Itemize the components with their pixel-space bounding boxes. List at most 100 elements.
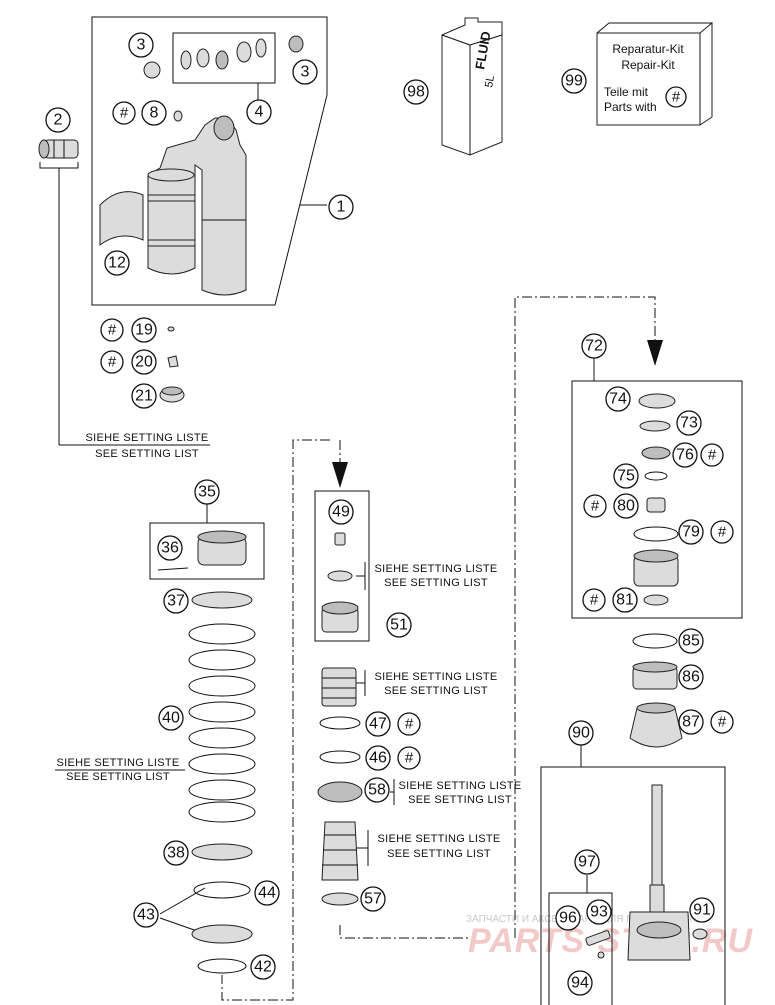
- callout-circle: [676, 410, 702, 436]
- piston-rod-part: [627, 784, 708, 961]
- parts-with-en: Parts with: [604, 100, 657, 114]
- bushing-36-part: [157, 530, 247, 571]
- callout-circle: [365, 711, 391, 737]
- hash-marker: #: [583, 494, 607, 518]
- hash-symbol: #: [672, 89, 681, 106]
- bump-stop-part: [321, 821, 359, 881]
- callout-number: 51: [390, 617, 408, 634]
- callout-circle: [581, 333, 607, 359]
- callout-circle: [386, 612, 412, 638]
- hash-marker: #: [397, 746, 421, 770]
- callout-circle: [194, 479, 220, 505]
- callout-number: 35: [198, 484, 216, 501]
- callout-circle: [131, 349, 157, 375]
- setting-note-de: SIEHE SETTING LISTE: [377, 833, 500, 845]
- callout-number: 98: [407, 84, 425, 101]
- callout-circle: [567, 970, 593, 996]
- callout-43: 43: [133, 902, 159, 928]
- callout-circle: [158, 705, 184, 731]
- check-valve-box: [314, 490, 370, 642]
- callout-circle: [328, 194, 354, 220]
- callout-58: 58: [364, 777, 390, 803]
- callout-number: 76: [676, 447, 694, 464]
- callout-85: 85: [678, 628, 704, 654]
- watermark-brand: PARTS-STAR.RU: [468, 922, 753, 960]
- callout-38: 38: [163, 840, 189, 866]
- hash-symbol: #: [708, 447, 717, 464]
- callout-circle: [605, 386, 631, 412]
- callout-number: 81: [616, 592, 634, 609]
- hash-marker: #: [112, 101, 136, 125]
- callout-circle: [250, 954, 276, 980]
- setting-note-en: SEE SETTING LIST: [95, 448, 199, 460]
- callout-91: 91: [689, 897, 715, 923]
- hash-symbol: #: [108, 322, 117, 339]
- hash-symbol: #: [591, 498, 600, 515]
- callout-97: 97: [574, 849, 600, 875]
- callout-circle: [678, 709, 704, 735]
- callout-94: 94: [567, 970, 593, 996]
- callout-number: 73: [680, 415, 698, 432]
- hash-markers: ##########: [100, 101, 734, 770]
- callout-number: 94: [571, 975, 589, 992]
- callout-3: 3: [128, 32, 154, 58]
- callout-51: 51: [386, 612, 412, 638]
- callout-circle: [365, 745, 391, 771]
- callout-number: 4: [255, 104, 264, 121]
- repair-kit-en: Repair-Kit: [621, 58, 675, 72]
- hash-circle: [582, 588, 606, 612]
- callout-circle: [689, 897, 715, 923]
- hash-circle: [112, 101, 136, 125]
- callout-circle: [246, 99, 272, 125]
- fluid-can-brand: FLUID: [472, 30, 493, 70]
- callout-circle: [163, 840, 189, 866]
- shock-body-part: [147, 110, 247, 296]
- callout-circle: [131, 383, 157, 409]
- callout-21: 21: [131, 383, 157, 409]
- hash-circle: [100, 350, 124, 374]
- hash-marker: #: [100, 350, 124, 374]
- part-drawings: FLUID 5L Reparatur-Kit Repair-Kit Teile …: [38, 17, 713, 974]
- repair-kit-card: Reparatur-Kit Repair-Kit Teile mit Parts…: [596, 21, 713, 126]
- callout-number: 75: [617, 468, 635, 485]
- callout-number: 19: [135, 322, 153, 339]
- shim-stack-part: [321, 667, 357, 707]
- callout-79: 79: [678, 519, 704, 545]
- hash-symbol: #: [718, 524, 727, 541]
- setting-note-en: SEE SETTING LIST: [66, 771, 170, 783]
- callout-number: 79: [682, 524, 700, 541]
- callout-circle: [561, 68, 587, 94]
- callout-36: 36: [157, 535, 183, 561]
- callout-number: 72: [585, 338, 603, 355]
- callout-57: 57: [360, 886, 386, 912]
- callout-81: 81: [612, 587, 638, 613]
- callout-circle: [678, 628, 704, 654]
- callout-number: 12: [108, 255, 126, 272]
- callout-number: 93: [590, 904, 608, 921]
- callout-circle: [292, 59, 318, 85]
- callout-99: 99: [561, 68, 587, 94]
- shock-assembly-frame: [91, 16, 328, 306]
- callout-circle: [612, 587, 638, 613]
- hash-symbol: #: [108, 354, 117, 371]
- callout-number: 85: [682, 633, 700, 650]
- hash-marker: #: [100, 318, 124, 342]
- hash-circle: [583, 494, 607, 518]
- piston-rod-box: [540, 766, 726, 1005]
- bushing-part: [143, 61, 161, 79]
- hash-marker: #: [700, 443, 724, 467]
- callout-86: 86: [678, 664, 704, 690]
- callout-number: 49: [332, 504, 350, 521]
- setting-note-de: SIEHE SETTING LISTE: [374, 563, 497, 575]
- parts-with-de: Teile mit: [604, 85, 649, 99]
- callout-number: 8: [150, 105, 159, 122]
- callout-number: 2: [54, 112, 63, 129]
- callout-1: 1: [328, 194, 354, 220]
- repair-kit-de: Reparatur-Kit: [612, 42, 684, 56]
- callout-number: 58: [368, 782, 386, 799]
- callout-number: 97: [578, 854, 596, 871]
- hash-circle: [100, 318, 124, 342]
- callout-number: 57: [364, 891, 382, 908]
- callout-number: 86: [682, 669, 700, 686]
- callout-49: 49: [328, 499, 354, 525]
